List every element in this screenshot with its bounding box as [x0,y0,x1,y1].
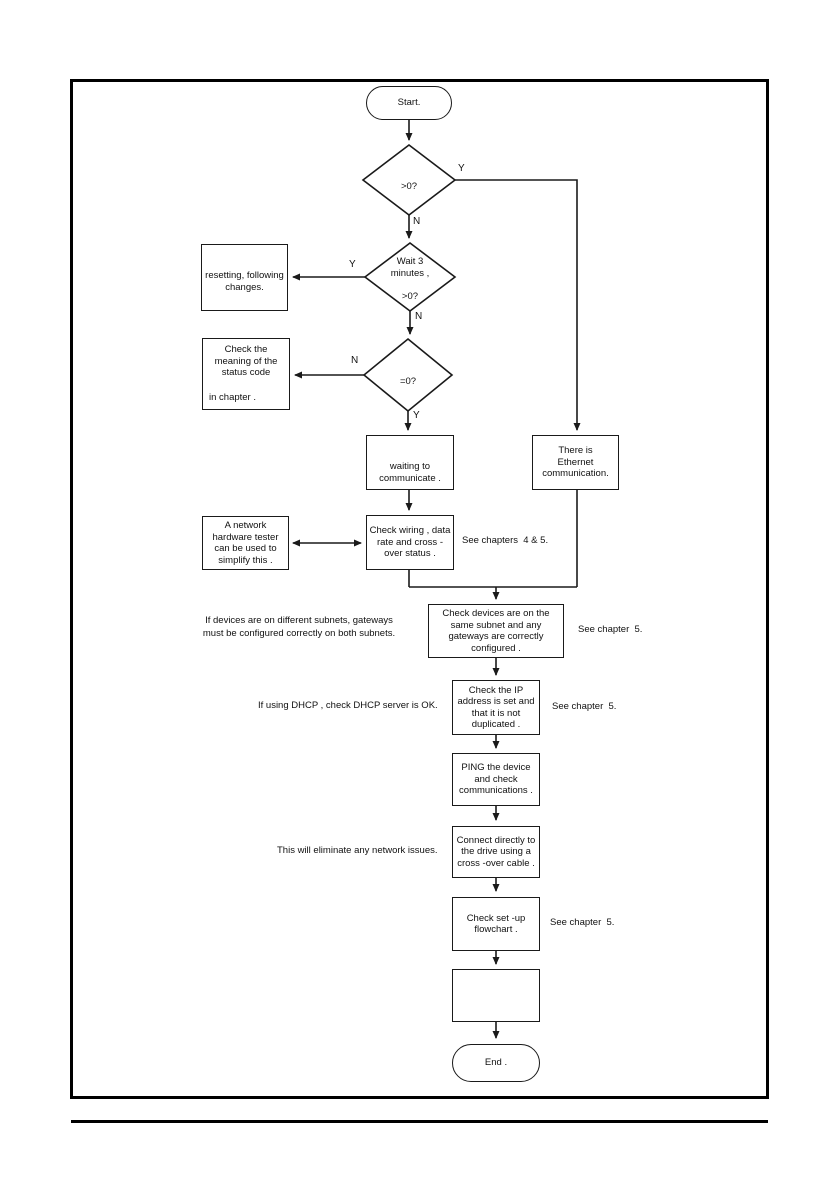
decision-gt0-label: >0? [400,180,418,192]
start-node: Start. [366,86,452,120]
box-check-wiring: Check wiring , data rate and cross - ove… [366,515,454,570]
box-check-ip: Check the IP address is set and that it … [452,680,540,735]
box-status-code-chapter-text: in chapter . [209,391,256,403]
footer-rule [71,1120,768,1123]
note-crossover: This will eliminate any network issues. [277,845,438,856]
ref-see-chapter-5-subnet: See chapter 5. [578,624,643,635]
box-resetting: resetting, following changes. [201,244,288,311]
branch-label-no-2: N [415,311,423,322]
ref-see-chapter-5-ip: See chapter 5. [552,701,617,712]
box-network-tester: A network hardware tester can be used to… [202,516,289,570]
box-setup-flowchart: Check set -up flowchart . [452,897,540,951]
ref-see-chapters-4-5: See chapters 4 & 5. [462,535,549,546]
branch-label-yes-1: Y [458,163,465,174]
box-crossover-cable: Connect directly to the drive using a cr… [452,826,540,878]
flowchart-frame [70,79,769,1099]
branch-label-yes-2: Y [349,259,356,270]
box-ping-device: PING the device and check communications… [452,753,540,806]
box-empty [452,969,540,1022]
box-check-subnet: Check devices are on the same subnet and… [428,604,564,658]
box-status-code-meaning-text: Check the meaning of the status code [214,344,278,378]
end-node: End . [452,1044,540,1082]
decision-wait3-label: Wait 3 minutes , >0? [390,256,430,302]
branch-label-yes-3: Y [413,410,420,421]
branch-label-no-3: N [351,355,359,366]
decision-eq0-label: =0? [399,376,417,388]
box-status-code-meaning: Check the meaning of the status code in … [202,338,290,410]
box-ethernet-communication: There is Ethernet communication. [532,435,619,490]
branch-label-no-1: N [413,216,421,227]
ref-see-chapter-5-setup: See chapter 5. [550,917,615,928]
box-waiting-to-communicate: waiting to communicate . [366,435,454,490]
note-subnet-gateways: If devices are on different subnets, gat… [202,615,396,639]
note-dhcp: If using DHCP , check DHCP server is OK. [258,700,438,711]
